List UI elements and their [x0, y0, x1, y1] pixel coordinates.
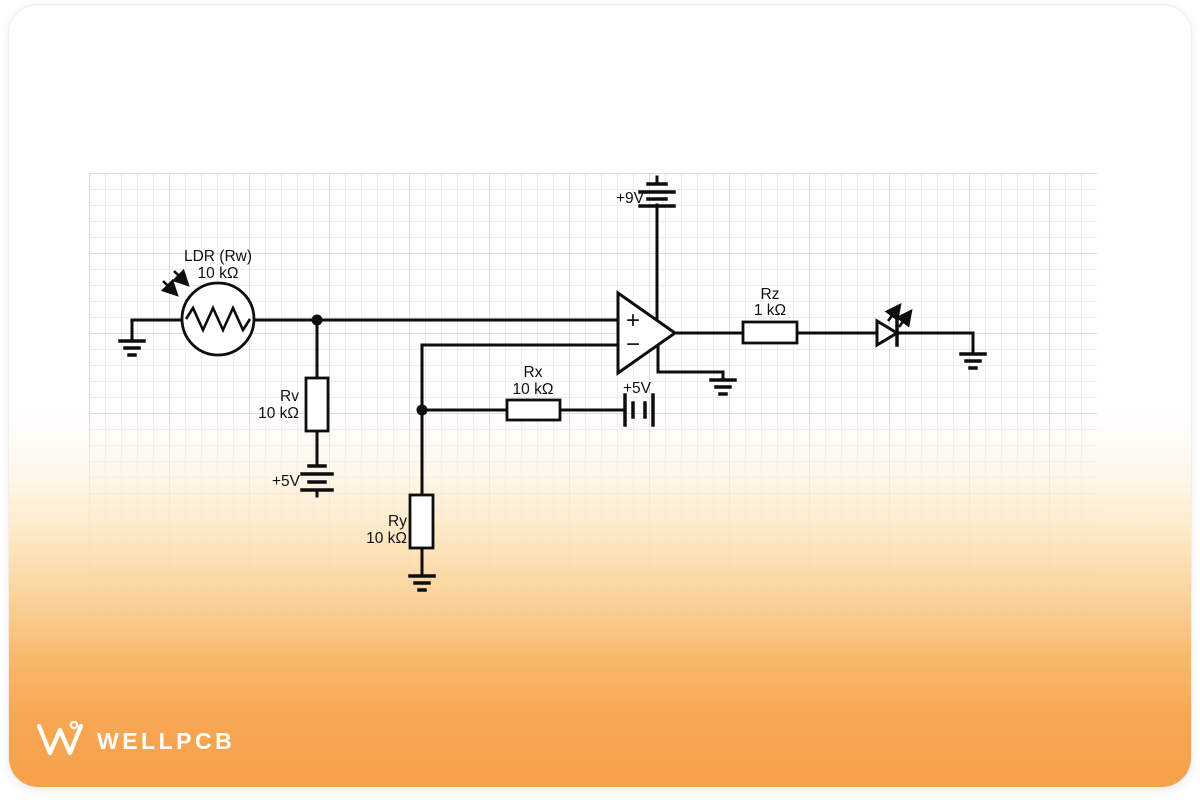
resistor-rx-symbol	[505, 398, 562, 422]
light-arrow-icon	[160, 278, 179, 297]
ry-value: 10 kΩ	[366, 530, 407, 547]
ldr-label: LDR (Rw)	[184, 248, 252, 265]
battery-5v-icon	[300, 464, 334, 498]
light-arrow-icon	[171, 268, 190, 287]
wire	[895, 331, 975, 356]
rx-label: Rx	[524, 364, 543, 381]
wire	[420, 343, 620, 497]
ldr-value: 10 kΩ	[198, 265, 239, 282]
junction-dot	[416, 404, 428, 416]
light-arrow-icon	[884, 302, 902, 322]
rz-value: 1 kΩ	[754, 302, 786, 319]
wire	[130, 318, 184, 343]
schematic-card	[8, 4, 1192, 788]
opamp-symbol: + −	[616, 290, 678, 376]
ldr-photoresistor-symbol	[160, 268, 256, 357]
wellpcb-w-icon	[36, 721, 84, 756]
resistor-rz-symbol	[741, 320, 799, 345]
brand-logo: WELLPCB	[36, 718, 235, 760]
ry-label: Ry	[388, 513, 407, 530]
ground-icon	[709, 378, 737, 396]
light-arrow-icon	[895, 308, 913, 328]
resistor-ry-symbol	[408, 493, 435, 550]
battery-9v-icon	[638, 175, 676, 208]
wire	[656, 344, 725, 382]
rx-value: 10 kΩ	[513, 381, 554, 398]
junction-dot	[311, 314, 323, 326]
rv-value: 10 kΩ	[258, 405, 299, 422]
ground-icon	[959, 352, 987, 370]
orange-gradient-overlay	[9, 5, 1191, 787]
opamp-minus-input: −	[626, 331, 640, 358]
opamp-plus-input: +	[626, 307, 640, 334]
ground-icon	[408, 574, 436, 592]
rz-label: Rz	[761, 286, 780, 303]
supply-9v-label: +9V	[616, 190, 645, 207]
battery-5v-icon	[623, 393, 655, 427]
rv-label: Rv	[280, 388, 299, 405]
resistor-rv-symbol	[304, 376, 330, 433]
brand-wordmark: WELLPCB	[97, 727, 236, 754]
wires	[130, 203, 975, 578]
supply-5v-left-label: +5V	[272, 473, 301, 490]
led-symbol	[875, 302, 913, 348]
ground-icon	[118, 339, 146, 357]
supply-5v-mid-label: +5V	[623, 380, 652, 397]
